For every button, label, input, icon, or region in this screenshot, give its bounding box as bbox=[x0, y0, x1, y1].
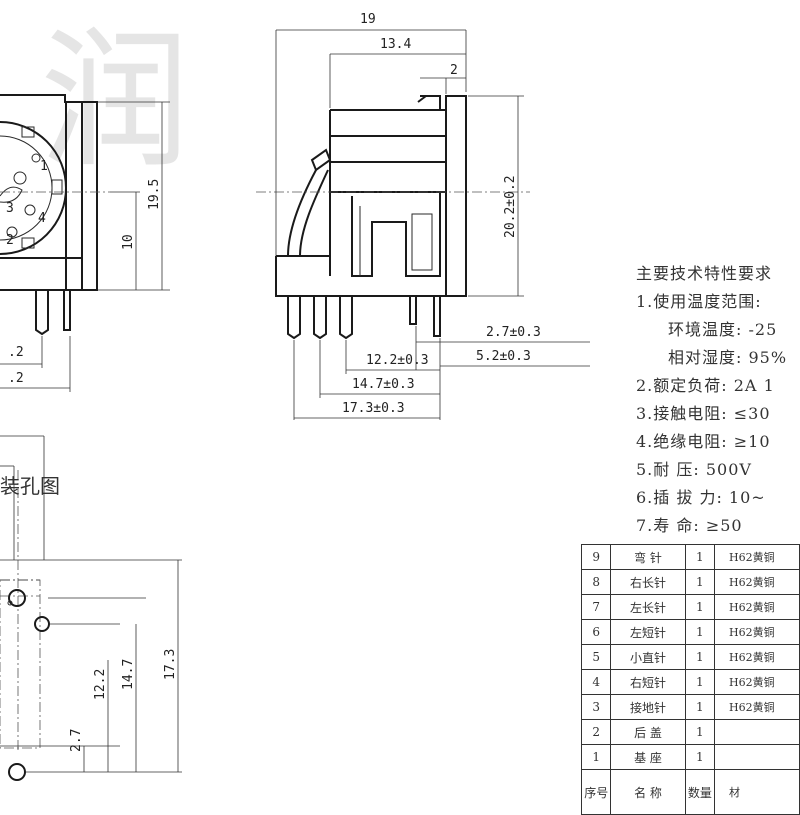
dim-left-tol-2: .2 bbox=[8, 371, 24, 386]
spec-item: 7.寿 命: ≥50 bbox=[636, 516, 743, 535]
bom-table: 9 弯 针 1 H62黄铜 8 右长针 1 H62黄铜 7 左长针 1 H62黄… bbox=[580, 544, 800, 815]
socket-label-2: 2 bbox=[6, 233, 14, 248]
hole-layout-view: 2.7 12.2 14.7 17.3 bbox=[0, 435, 182, 781]
table-row: 7 左长针 1 H62黄铜 bbox=[580, 594, 800, 620]
spec-item: 6.插 拔 力: 10~ bbox=[636, 488, 766, 507]
mount-hole bbox=[8, 589, 26, 607]
table-row: 6 左短针 1 H62黄铜 bbox=[580, 619, 800, 645]
dim-pin-offset-1: 2.7±0.3 bbox=[486, 325, 541, 340]
socket-label-4: 4 bbox=[38, 211, 46, 226]
dim-overall-height: 19.5 bbox=[147, 179, 162, 210]
spec-item: 2.额定负荷: 2A 1 bbox=[636, 376, 775, 395]
dim-body-length: 13.4 bbox=[380, 37, 411, 52]
table-header-row: 序号 名 称 数量 材 bbox=[580, 769, 800, 815]
table-row: 4 右短针 1 H62黄铜 bbox=[580, 669, 800, 695]
socket-pin-hole bbox=[6, 226, 18, 238]
hole-diagram-title: 装孔图 bbox=[0, 474, 60, 498]
dim-pin-offset-2: 5.2±0.3 bbox=[476, 349, 531, 364]
mount-hole bbox=[34, 616, 50, 632]
socket-key-bottom bbox=[21, 237, 35, 249]
table-row: 2 后 盖 1 bbox=[580, 719, 800, 745]
dim-pin-offset-4: 14.7±0.3 bbox=[352, 377, 415, 392]
socket-key-right bbox=[51, 179, 63, 195]
table-row: 3 接地针 1 H62黄铜 bbox=[580, 694, 800, 720]
dim-hole-1: 2.7 bbox=[69, 729, 84, 752]
spec-item: 5.耐 压: 500V bbox=[636, 460, 752, 479]
side-view: 19 13.4 2 20.2±0.2 2.7±0.3 5.2±0.3 12.2±… bbox=[256, 12, 590, 420]
socket-key-top bbox=[21, 126, 35, 138]
socket-outer-circle bbox=[0, 121, 67, 255]
dim-latch-width: 2 bbox=[450, 63, 458, 78]
mount-hole bbox=[8, 763, 26, 781]
socket-pin-hole bbox=[31, 153, 41, 163]
dim-overall-width: 19 bbox=[360, 12, 376, 27]
dim-hole-2: 12.2 bbox=[93, 669, 108, 700]
socket-pin-hole bbox=[13, 171, 27, 185]
specs-title: 主要技术特性要求 bbox=[636, 264, 773, 283]
spec-item: 3.接触电阻: ≤30 bbox=[636, 404, 771, 423]
socket-label-1: 1 bbox=[40, 159, 48, 174]
dim-center-height: 10 bbox=[121, 234, 136, 250]
dim-left-tol-1: .2 bbox=[8, 345, 24, 360]
dim-hole-3: 14.7 bbox=[121, 659, 136, 690]
table-row: 8 右长针 1 H62黄铜 bbox=[580, 569, 800, 595]
spec-item: 4.绝缘电阻: ≥10 bbox=[636, 432, 771, 451]
dim-pin-offset-5: 17.3±0.3 bbox=[342, 401, 405, 416]
front-view: 4 2 1 3 19.5 10 .2 .2 bbox=[0, 94, 170, 392]
table-row: 5 小直针 1 H62黄铜 bbox=[580, 644, 800, 670]
table-row: 1 基 座 1 bbox=[580, 744, 800, 770]
dim-hole-4: 17.3 bbox=[163, 649, 178, 680]
socket-label-3: 3 bbox=[6, 201, 14, 216]
spec-item: 环境温度: -25 bbox=[668, 320, 778, 339]
spec-item: 1.使用温度范围: bbox=[636, 292, 762, 311]
dim-front-height: 20.2±0.2 bbox=[503, 175, 518, 238]
socket-pin-hole bbox=[24, 204, 36, 216]
table-row: 9 弯 针 1 H62黄铜 bbox=[580, 544, 800, 570]
dim-pin-offset-3: 12.2±0.3 bbox=[366, 353, 429, 368]
spec-item: 相对湿度: 95% bbox=[668, 348, 788, 367]
